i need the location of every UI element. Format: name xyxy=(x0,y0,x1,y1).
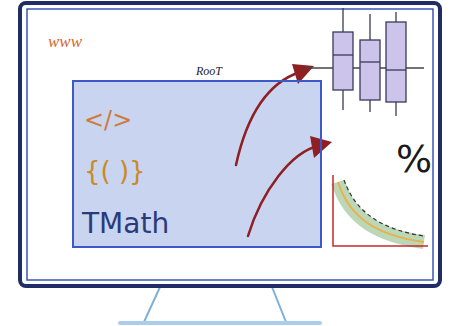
monitor-frame xyxy=(20,3,440,286)
library-box: RooT</>{( )}TMath xyxy=(72,80,322,248)
web-label: www xyxy=(48,33,82,50)
pointer-arrows xyxy=(236,72,318,236)
percent-symbol: % xyxy=(396,140,432,178)
brace-icon: {( )} xyxy=(84,158,146,184)
box-plot xyxy=(306,8,424,116)
monitor-screen-edge xyxy=(27,9,433,280)
box-fill xyxy=(72,80,322,248)
curve-plot xyxy=(333,175,428,246)
monitor-stand xyxy=(120,287,320,323)
library-name: TMath xyxy=(82,210,169,238)
screen-area: wwwRooT </> {( )} TMath xyxy=(22,5,438,282)
arrow-heads xyxy=(292,64,332,158)
box-heading: RooT xyxy=(196,65,222,77)
code-icon: </> xyxy=(84,108,132,132)
